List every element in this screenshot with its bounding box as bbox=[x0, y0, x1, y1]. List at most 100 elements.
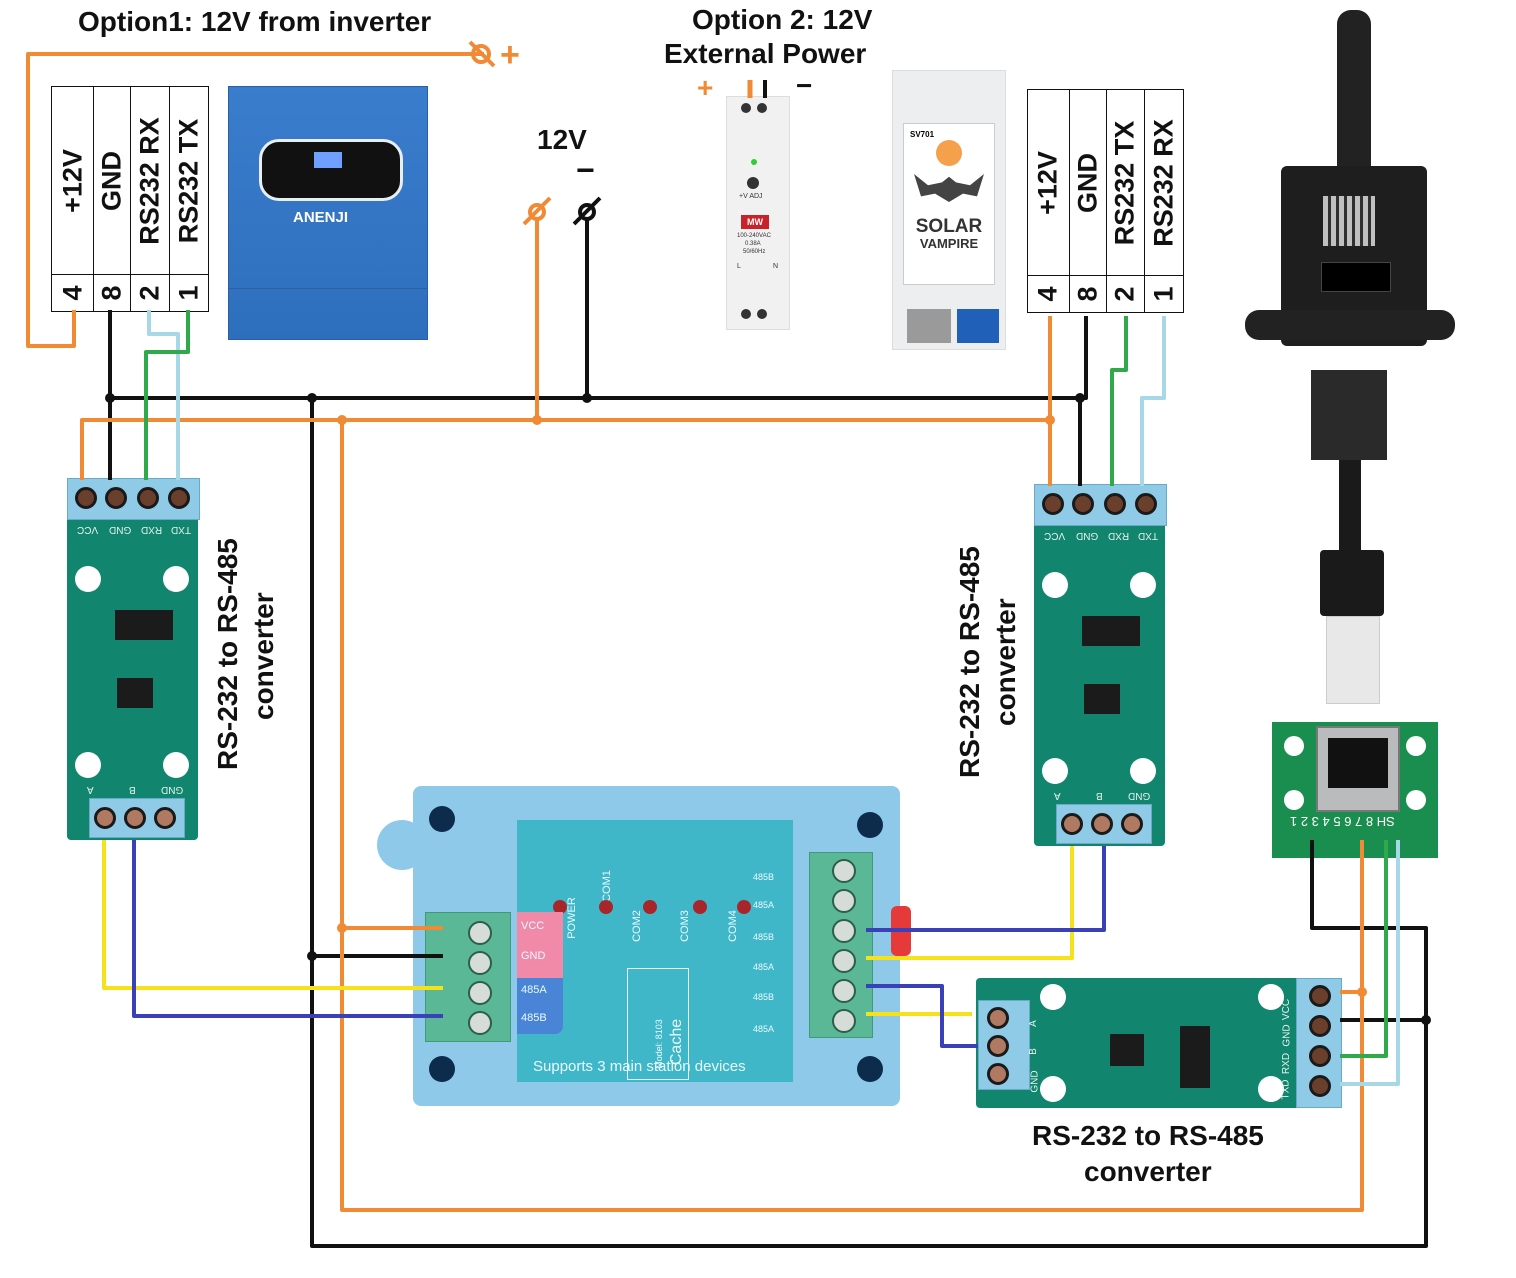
chip bbox=[1110, 1034, 1144, 1066]
option2-title-line2: External Power bbox=[664, 38, 867, 69]
pin-label-vcc: VCC bbox=[77, 524, 99, 535]
pin-number: 4 bbox=[1032, 286, 1063, 302]
wire-device-tx bbox=[1110, 316, 1128, 486]
pin-number: 1 bbox=[1148, 286, 1179, 302]
com2-485b-label: 485B bbox=[753, 992, 775, 1002]
psu-plus-sign: + bbox=[697, 72, 714, 103]
pin-label-gnd: GND bbox=[1029, 1070, 1041, 1093]
com1-led bbox=[599, 900, 613, 914]
wifi-plug-device bbox=[1245, 10, 1455, 560]
psu-spec: 100-240VAC bbox=[737, 233, 771, 239]
pin-name: GND bbox=[1072, 152, 1103, 213]
device-pinout-table: +12V 4 GND 8 RS232 TX 2 RS232 RX 1 bbox=[1027, 89, 1184, 313]
wire-orange-option1-connector bbox=[468, 40, 496, 68]
option2-title-line1: Option 2: 12V bbox=[692, 4, 873, 35]
wire-inverter-rx bbox=[147, 310, 180, 480]
cable bbox=[1339, 460, 1361, 560]
pin-number: 8 bbox=[96, 285, 127, 301]
pin-label-b: B bbox=[1096, 790, 1103, 801]
wire-rj45-green bbox=[1340, 840, 1388, 1058]
converter-left-label-line1: RS-232 to RS-485 bbox=[212, 538, 243, 770]
converter-rs485-terminal bbox=[978, 1000, 1030, 1090]
rj45-plug bbox=[1320, 550, 1384, 616]
pin-label-rxd: RXD bbox=[141, 524, 163, 535]
psu-device: +V ADJ MW 100-240VAC 0.38A 50/60Hz L N bbox=[726, 96, 790, 330]
rj45-plug-contacts bbox=[1326, 616, 1380, 704]
psu-led bbox=[751, 159, 757, 165]
psu-adj-knob bbox=[747, 177, 759, 189]
option1-plus-sign: + bbox=[500, 36, 520, 74]
chip bbox=[115, 610, 173, 640]
converter-right-label-line1: RS-232 to RS-485 bbox=[954, 546, 985, 778]
pin-number: 2 bbox=[134, 285, 165, 301]
hub-face-label: POWER COM1 COM2 COM3 COM4 VCC GND 485A 4… bbox=[517, 820, 793, 1082]
pin-label-a: A bbox=[1054, 790, 1061, 801]
com1-input-block: 485A 485B bbox=[517, 978, 563, 1034]
power-label: POWER bbox=[565, 897, 578, 939]
option1-title: Option1: 12V from inverter bbox=[78, 6, 432, 37]
converter-bottom: A B GND VCC GND RXD TXD bbox=[976, 978, 1342, 1108]
wire-inverter-tx bbox=[144, 310, 190, 480]
hub-footer-text: Supports 3 main station devices bbox=[533, 1058, 746, 1075]
model-label: SV701 bbox=[910, 130, 935, 139]
pin-label-a: A bbox=[1027, 1020, 1039, 1027]
pin-label-txd: TXD bbox=[1138, 530, 1158, 541]
sun-icon bbox=[936, 140, 962, 166]
converter-top-terminal bbox=[1034, 484, 1167, 526]
psu-minus-sign: − bbox=[796, 70, 813, 101]
converter-right-label-line2: converter bbox=[990, 598, 1021, 726]
inverter-device: ANENJI bbox=[228, 86, 428, 340]
inverter-logo: ANENJI bbox=[293, 209, 349, 226]
com1-led-label: COM1 bbox=[600, 870, 613, 902]
converter-bottom-terminal bbox=[1056, 804, 1152, 844]
pin-number: 8 bbox=[1072, 286, 1103, 302]
com3-485a-label: 485A bbox=[753, 962, 775, 972]
twelve-v-minus-sign: − bbox=[576, 152, 595, 188]
com2-led bbox=[643, 900, 657, 914]
converter-left: VCC GND RXD TXD A B GND bbox=[67, 478, 200, 840]
pin-name: RS232 RX bbox=[1148, 118, 1179, 247]
device-pin-rx: RS232 RX 1 bbox=[1145, 90, 1183, 312]
rj45-jack bbox=[1316, 726, 1400, 812]
inverter-display bbox=[259, 139, 403, 201]
inverter-pin-tx: RS232 TX 1 bbox=[170, 87, 208, 311]
chip bbox=[1180, 1026, 1210, 1088]
pin-name: +12V bbox=[57, 148, 87, 213]
bat-icon bbox=[914, 174, 984, 202]
pin-label-rxd: RXD bbox=[1108, 530, 1130, 541]
psu-adj-label: +V ADJ bbox=[739, 193, 763, 200]
connector-option1 bbox=[471, 44, 491, 64]
rj45-breakout-board: SH 8 7 6 5 4 3 2 1 bbox=[1272, 722, 1438, 858]
485a-label: 485A bbox=[521, 984, 547, 996]
com4-led-label: COM4 bbox=[726, 910, 739, 942]
pin-name: RS232 TX bbox=[1109, 120, 1140, 245]
converter-right: VCC GND RXD TXD A B GND bbox=[1034, 484, 1167, 846]
pin-name: RS232 RX bbox=[134, 116, 165, 245]
pin-label-gnd: GND bbox=[1076, 530, 1099, 541]
chip bbox=[117, 678, 153, 708]
brand-line2: VAMPIRE bbox=[919, 236, 979, 251]
hub-right-terminal bbox=[809, 852, 873, 1038]
wire-rj45-lightblue bbox=[1340, 840, 1400, 1086]
psu-n-label: N bbox=[773, 263, 779, 270]
brand-line1: SOLAR bbox=[915, 216, 983, 237]
pin-number: 4 bbox=[57, 285, 87, 301]
pin-label-txd: TXD bbox=[1280, 1079, 1292, 1100]
com2-485a-label: 485A bbox=[753, 1024, 775, 1034]
com2-led-label: COM2 bbox=[630, 910, 643, 942]
pin-label-gnd: GND bbox=[161, 784, 184, 795]
pin-name: +12V bbox=[1032, 150, 1063, 215]
converter-rs232-terminal bbox=[1296, 978, 1342, 1108]
rs485-hub-device: POWER COM1 COM2 COM3 COM4 VCC GND 485A 4… bbox=[377, 786, 911, 1106]
chip bbox=[1084, 684, 1120, 714]
converter-top-terminal bbox=[67, 478, 200, 520]
com4-485b-label: 485B bbox=[753, 872, 775, 882]
power-input-block: VCC GND bbox=[517, 912, 563, 978]
rj45-pin-labels: SH 8 7 6 5 4 3 2 1 bbox=[1290, 814, 1395, 829]
pin-label-vcc: VCC bbox=[1044, 530, 1066, 541]
com3-485b-label: 485B bbox=[753, 932, 775, 942]
chip bbox=[1082, 616, 1140, 646]
psu-brand-logo: MW bbox=[741, 215, 769, 229]
pin-name: RS232 TX bbox=[173, 118, 204, 243]
